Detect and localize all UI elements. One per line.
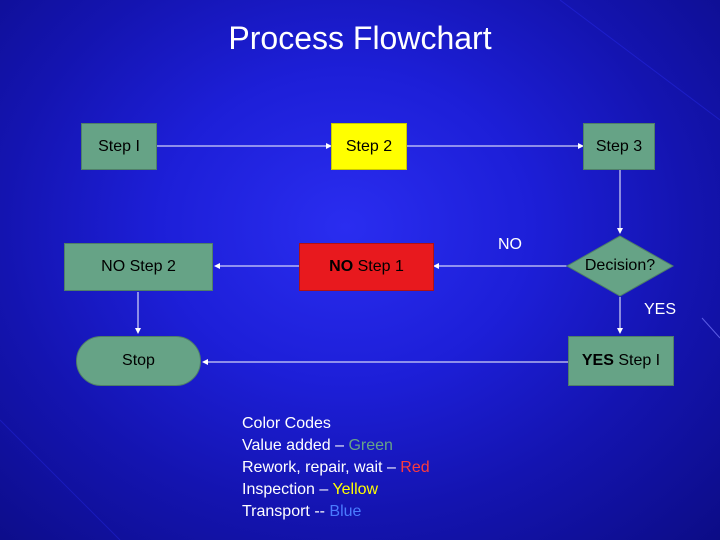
legend-value-added-color: Green [348, 437, 393, 454]
legend-transport-label: Transport -- [242, 503, 330, 520]
node-stop: Stop [76, 336, 201, 386]
legend-inspection: Inspection – Yellow [242, 479, 430, 501]
legend-rework-color: Red [400, 459, 430, 476]
node-yes-step1: YES Step I [568, 336, 674, 386]
node-step1: Step I [81, 123, 157, 170]
node-yes-step1-text: Step I [613, 352, 661, 369]
node-step2: Step 2 [331, 123, 407, 170]
legend-rework: Rework, repair, wait – Red [242, 457, 430, 479]
node-no-step1: NO Step 1 [299, 243, 434, 291]
legend-rework-label: Rework, repair, wait – [242, 459, 401, 476]
decision-diamond [565, 235, 675, 297]
node-yes-step1-bold: YES [581, 352, 614, 369]
node-no-step2: NO Step 2 [64, 243, 213, 291]
page-title: Process Flowchart [228, 20, 492, 56]
node-decision-label: Decision? [584, 257, 656, 274]
node-no-step1-bold: NO [329, 258, 354, 275]
edge-label-no: NO [498, 236, 522, 253]
legend-title: Color Codes [242, 415, 331, 432]
edge-label-yes: YES [644, 301, 677, 318]
node-no-step1-text: Step 1 [353, 258, 404, 275]
legend-inspection-label: Inspection – [242, 481, 333, 498]
color-legend: Color Codes Value added – Green Rework, … [242, 413, 430, 523]
legend-inspection-color: Yellow [332, 481, 379, 498]
legend-transport: Transport -- Blue [242, 501, 430, 523]
legend-value-added-label: Value added – [242, 437, 349, 454]
node-step3: Step 3 [583, 123, 655, 170]
legend-value-added: Value added – Green [242, 435, 430, 457]
legend-transport-color: Blue [329, 503, 362, 520]
